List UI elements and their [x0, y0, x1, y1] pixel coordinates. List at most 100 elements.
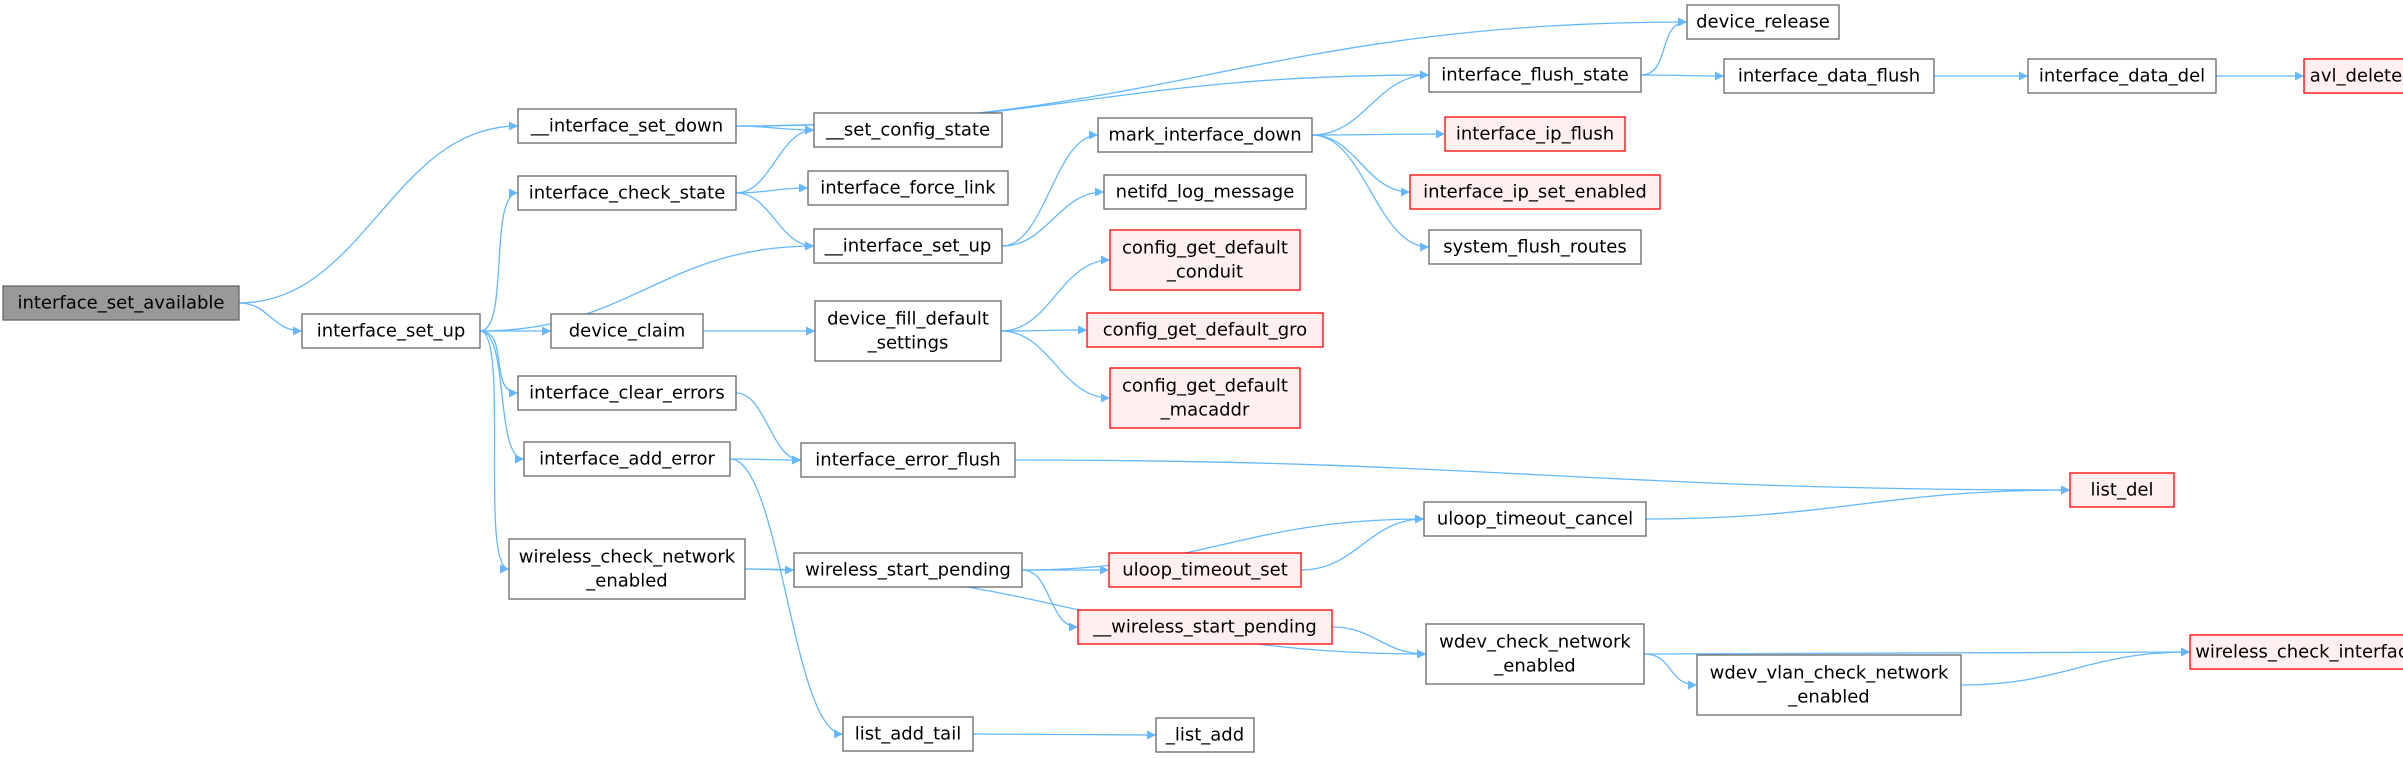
edge-interface-set-up-to-interface-clear-errors [479, 330, 519, 398]
node-box [1428, 57, 1642, 93]
edge-interface-add-error-to-interface-error-flush [729, 455, 802, 465]
node-avl-delete[interactable]: avl_delete [2303, 58, 2403, 94]
node-list-add[interactable]: _list_add [1155, 717, 1255, 753]
node-interface-set-up[interactable]: interface_set_up [301, 313, 481, 349]
node-box [1077, 609, 1333, 645]
node-box [517, 108, 737, 144]
node-box [2, 285, 240, 321]
node-netifd-log-message[interactable]: netifd_log_message [1103, 174, 1307, 210]
edge-interface-set-up-to-mark-interface-down [1001, 130, 1099, 247]
node-box [842, 716, 974, 752]
edge-uloop-timeout-set-to-uloop-timeout-cancel [1300, 514, 1425, 571]
node-device-fill-default-settings[interactable]: device_fill_default _settings [814, 300, 1002, 362]
node-box [1109, 229, 1301, 291]
node-label: _settings [867, 333, 949, 354]
node-box [793, 552, 1023, 588]
node-device-claim[interactable]: device_claim [550, 313, 704, 349]
node-box [1109, 367, 1301, 429]
node-label: device_release [1696, 12, 1830, 33]
node-label: wdev_vlan_check_network [1710, 663, 1949, 684]
edge-wdev-vlan-check-network-enabled-to-wireless-check-interface [1960, 647, 2191, 686]
node-box [1155, 717, 1255, 753]
node-mark-interface-down[interactable]: mark_interface_down [1097, 117, 1313, 153]
node-box [1428, 229, 1642, 265]
node-label: interface_clear_errors [529, 383, 725, 404]
node-label: wireless_start_pending [805, 560, 1011, 581]
nodes-layer: interface_set_available interface_set_up _… [2, 4, 2403, 753]
node-box [814, 300, 1002, 362]
edge-wdev-check-network-enabled-to-wireless-check-interface [1643, 647, 2191, 657]
node-set-config-state[interactable]: __set_config_state [813, 112, 1003, 148]
node-wireless-check-interface[interactable]: wireless_check_interface [2189, 634, 2403, 670]
node-interface-data-flush[interactable]: interface_data_flush [1723, 58, 1935, 94]
edge-interface-set-down-to-set-config-state [735, 125, 815, 135]
node-uloop-timeout-set[interactable]: uloop_timeout_set [1108, 552, 1302, 588]
node-device-release[interactable]: device_release [1686, 4, 1840, 40]
edge-interface-add-error-to-list-add-tail [729, 458, 844, 739]
node-interface-add-error[interactable]: interface_add_error [523, 441, 731, 477]
node-wireless-start-pending[interactable]: wireless_start_pending [793, 552, 1023, 588]
node-config-get-default-macaddr[interactable]: config_get_default_macaddr [1109, 367, 1301, 429]
node-label: __interface_set_up [824, 236, 992, 257]
edge-interface-check-state-to-set-config-state [735, 125, 815, 194]
node-box [813, 228, 1003, 264]
node-interface-clear-errors[interactable]: interface_clear_errors [517, 375, 737, 411]
node-interface-flush-state[interactable]: interface_flush_state [1428, 57, 1642, 93]
node-interface-ip-set-enabled[interactable]: interface_ip_set_enabled [1409, 174, 1661, 210]
edge-interface-set-up-to-interface-check-state [479, 188, 519, 332]
node-box [1086, 312, 1324, 348]
edges-layer [238, 17, 2304, 740]
node-interface-data-del[interactable]: interface_data_del [2027, 58, 2217, 94]
edge-interface-check-state-to-interface-set-up [735, 192, 815, 251]
edge-interface-flush-state-to-device-release [1640, 17, 1688, 76]
edge-device-fill-default-settings-to-config-get-default-conduit [1000, 255, 1111, 332]
node-wireless-start-pending[interactable]: __wireless_start_pending [1077, 609, 1333, 645]
node-config-get-default-gro[interactable]: config_get_default_gro [1086, 312, 1324, 348]
edge-interface-set-up-to-netifd-log-message [1001, 187, 1105, 247]
node-list-add-tail[interactable]: list_add_tail [842, 716, 974, 752]
edge-interface-set-up-to-wireless-check-network-enabled [479, 330, 510, 574]
node-label: _enabled [585, 571, 667, 592]
node-label: device_fill_default [827, 309, 989, 330]
node-config-get-default-conduit[interactable]: config_get_default_conduit [1109, 229, 1301, 291]
node-wdev-check-network-enabled[interactable]: wdev_check_network _enabled [1425, 623, 1645, 685]
node-label: _conduit [1166, 262, 1243, 283]
node-label: _list_add [1165, 725, 1244, 746]
node-box [523, 441, 731, 477]
node-label: interface_data_flush [1738, 66, 1920, 87]
node-box [807, 170, 1009, 206]
edge-mark-interface-down-to-interface-ip-set-enabled [1311, 134, 1411, 197]
node-wireless-check-network-enabled[interactable]: wireless_check_network_enabled [508, 538, 746, 600]
node-label: interface_set_available [17, 293, 224, 314]
node-interface-force-link[interactable]: interface_force_link [807, 170, 1009, 206]
node-list-del[interactable]: list_del [2069, 472, 2175, 508]
node-box [1103, 174, 1307, 210]
node-interface-ip-flush[interactable]: interface_ip_flush [1444, 116, 1626, 152]
node-label: device_claim [569, 321, 686, 342]
edge-device-fill-default-settings-to-config-get-default-macaddr [1000, 330, 1111, 403]
node-label: wdev_check_network [1439, 632, 1631, 653]
node-label: system_flush_routes [1443, 237, 1627, 258]
node-box [517, 375, 737, 411]
edge-interface-flush-state-to-interface-data-flush [1640, 71, 1725, 81]
node-label: interface_ip_flush [1456, 124, 1614, 145]
node-box [517, 175, 737, 211]
node-box [550, 313, 704, 349]
edge-wireless-start-pending-to-wdev-check-network-enabled [1331, 626, 1427, 659]
node-box [813, 112, 1003, 148]
node-label: _macaddr [1160, 400, 1250, 421]
node-uloop-timeout-cancel[interactable]: uloop_timeout_cancel [1423, 501, 1647, 537]
node-wdev-vlan-check-network-enabled[interactable]: wdev_vlan_check_network_enabled [1696, 654, 1962, 716]
node-box [1425, 623, 1645, 685]
node-box [1686, 4, 1840, 40]
node-label: _enabled [1493, 656, 1575, 677]
node-interface-set-up[interactable]: __interface_set_up [813, 228, 1003, 264]
node-interface-set-available[interactable]: interface_set_available [2, 285, 240, 321]
edge-interface-set-available-to-interface-set-down [238, 121, 519, 304]
node-label: list_add_tail [855, 724, 961, 745]
node-interface-error-flush[interactable]: interface_error_flush [800, 442, 1016, 478]
node-interface-check-state[interactable]: interface_check_state [517, 175, 737, 211]
node-system-flush-routes[interactable]: system_flush_routes [1428, 229, 1642, 265]
node-interface-set-down[interactable]: __interface_set_down [517, 108, 737, 144]
node-label: interface_ip_set_enabled [1423, 182, 1647, 203]
